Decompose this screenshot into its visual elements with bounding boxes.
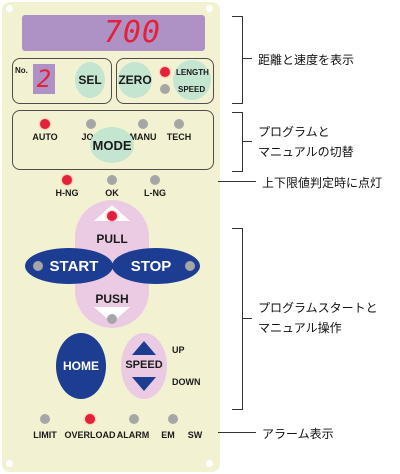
ok-label: OK	[105, 188, 119, 198]
zero-button[interactable]: ZERO	[118, 62, 152, 98]
display-bracket	[232, 16, 243, 104]
mode-manu-label: MANU	[129, 132, 157, 142]
mode-tech-label: TECH	[166, 132, 192, 142]
em-sw-led	[168, 414, 178, 424]
mode-note: プログラムと マニュアルの切替	[258, 125, 354, 159]
overload-led	[85, 414, 95, 424]
stop-label: STOP	[130, 257, 172, 275]
alarm-leader	[218, 432, 256, 433]
limit-label: LIMIT	[33, 430, 57, 440]
display-bracket-tick	[242, 58, 252, 59]
mode-select-box	[12, 110, 214, 170]
limit-led	[40, 414, 50, 424]
speed-led	[160, 84, 170, 94]
screw-top-right	[206, 5, 213, 12]
alarm-note: アラーム表示	[262, 427, 334, 441]
push-led	[107, 314, 117, 324]
h-ng-led	[62, 175, 72, 185]
l-ng-label: L-NG	[144, 188, 166, 198]
judgement-leader	[218, 181, 256, 182]
jog-led	[86, 119, 96, 129]
l-ng-led	[150, 175, 160, 185]
speed-down-icon[interactable]	[131, 376, 157, 392]
operation-bracket-tick	[242, 318, 252, 319]
length-label: LENGTH	[176, 68, 209, 77]
ok-led	[107, 175, 117, 185]
tech-led	[174, 119, 184, 129]
h-ng-label: H-NG	[55, 188, 79, 198]
stop-button[interactable]: STOP	[112, 248, 200, 284]
start-led	[33, 261, 43, 271]
mode-bracket	[232, 112, 243, 172]
speed-down-label: DOWN	[172, 377, 201, 387]
speed-label: SPEED	[125, 359, 163, 371]
length-speed-toggle-button[interactable]	[173, 60, 211, 100]
stop-led	[185, 261, 195, 271]
alarm-label: ALARM	[116, 430, 150, 440]
length-led	[160, 67, 170, 77]
operation-bracket	[232, 228, 243, 410]
sel-button[interactable]: SEL	[75, 62, 105, 98]
speed-up-label: UP	[172, 345, 185, 355]
screw-bottom-left	[6, 460, 13, 467]
screw-top-left	[6, 5, 13, 12]
pull-led	[107, 211, 117, 221]
speed-up-icon[interactable]	[131, 340, 157, 356]
judgement-note: 上下限値判定時に点灯	[262, 176, 383, 190]
operation-note: プログラムスタートと マニュアル操作	[258, 301, 378, 335]
alarm-led	[129, 414, 139, 424]
program-number-label: No.	[15, 66, 28, 75]
display-note: 距離と速度を表示	[258, 53, 355, 67]
home-button[interactable]: HOME	[56, 333, 106, 399]
program-number-display: 2	[33, 64, 55, 94]
program-number-box	[12, 58, 112, 104]
overload-label: OVERLOAD	[64, 430, 116, 440]
distance-speed-display: 700	[22, 15, 205, 51]
manu-led	[138, 119, 148, 129]
zero-length-speed-box	[116, 58, 214, 104]
start-label: START	[49, 257, 99, 275]
mode-button[interactable]: MODE	[90, 127, 134, 163]
sw-label: SW	[187, 430, 203, 440]
mode-bracket-tick	[242, 141, 252, 142]
auto-led	[40, 119, 50, 129]
screw-bottom-right	[206, 460, 213, 467]
pull-button[interactable]: PULL	[96, 232, 128, 246]
mode-auto-label: AUTO	[32, 132, 58, 142]
speed-mode-label: SPEED	[178, 85, 206, 94]
push-button[interactable]: PUSH	[95, 292, 129, 306]
em-label: EM	[161, 430, 175, 440]
